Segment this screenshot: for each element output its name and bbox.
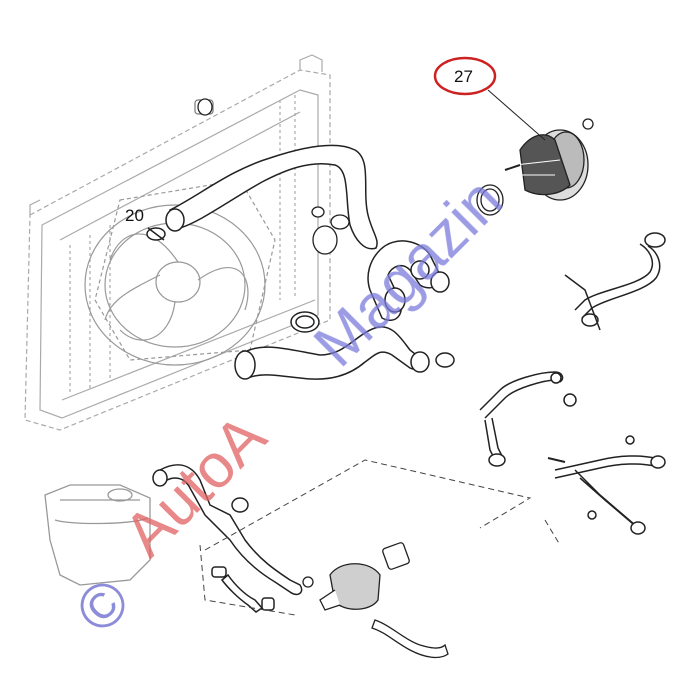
thermostat-hose bbox=[367, 240, 450, 321]
callout-27-label: 27 bbox=[454, 67, 473, 86]
callout-27: 27 bbox=[433, 56, 546, 141]
water-pump bbox=[476, 118, 594, 216]
coolant-pipe-mid-right bbox=[479, 371, 577, 467]
callout-20: 20 bbox=[125, 206, 144, 225]
coolant-pipe-upper-right bbox=[564, 232, 666, 331]
hose-clamps-upper bbox=[197, 98, 350, 255]
expansion-tank bbox=[44, 484, 151, 586]
radiator bbox=[24, 54, 331, 431]
callout-27-highlight bbox=[433, 56, 497, 96]
watermark-text-red: AutoA bbox=[111, 401, 280, 570]
callout-20-label: 20 bbox=[125, 206, 144, 225]
lower-radiator-hose bbox=[234, 311, 455, 380]
thermostat-housing bbox=[302, 542, 449, 659]
upper-radiator-hose bbox=[146, 144, 378, 250]
leader-lines bbox=[199, 459, 561, 616]
cooling-fan bbox=[84, 179, 276, 366]
lower-hoses bbox=[152, 464, 303, 613]
coolant-pipe-lower-right bbox=[547, 435, 666, 535]
